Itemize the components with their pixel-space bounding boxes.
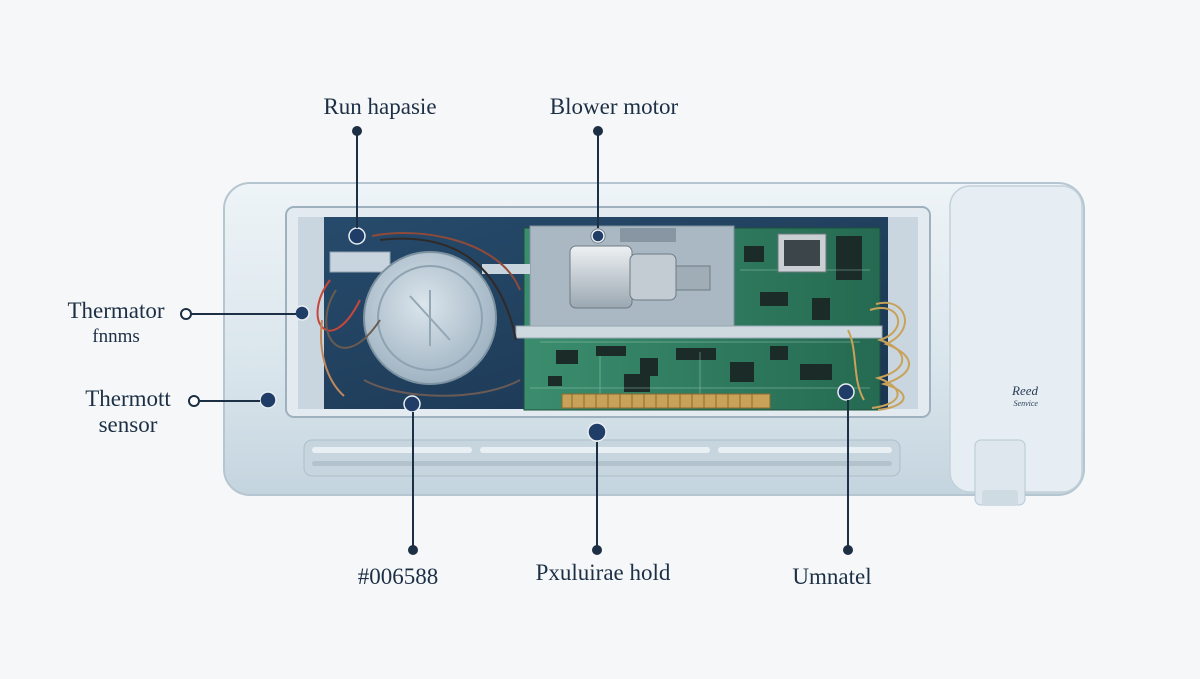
callout-markers xyxy=(259,227,855,442)
label-run-hapasie: Run hapasie xyxy=(323,94,437,119)
vent-slats xyxy=(312,447,892,466)
label-umnatel: Umnatel xyxy=(792,564,872,589)
label-blower-motor: Blower motor xyxy=(549,94,679,119)
leader-endpoints xyxy=(180,126,853,555)
label-thermott-sensor: Thermott sensor xyxy=(68,386,188,438)
blower-motor-assembly xyxy=(515,225,883,339)
label-thermator: Thermator fnnms xyxy=(56,298,176,350)
brand-logo: Reed Senvice xyxy=(1012,384,1038,410)
label-bottom-left-code: #006588 xyxy=(357,564,439,589)
copper-coil xyxy=(847,301,910,411)
wiring xyxy=(316,231,521,397)
label-thermott-line1: Thermott xyxy=(85,386,171,411)
leader-lines xyxy=(190,131,849,546)
brand-line1: Reed xyxy=(1012,383,1038,398)
brand-line2: Senvice xyxy=(1013,399,1038,408)
label-thermator-line2: fnnms xyxy=(92,326,140,347)
label-pxuluirae-hold: Pxuluirae hold xyxy=(535,560,671,585)
label-thermator-line1: Thermator xyxy=(67,298,165,323)
label-thermott-line2: sensor xyxy=(98,412,158,437)
